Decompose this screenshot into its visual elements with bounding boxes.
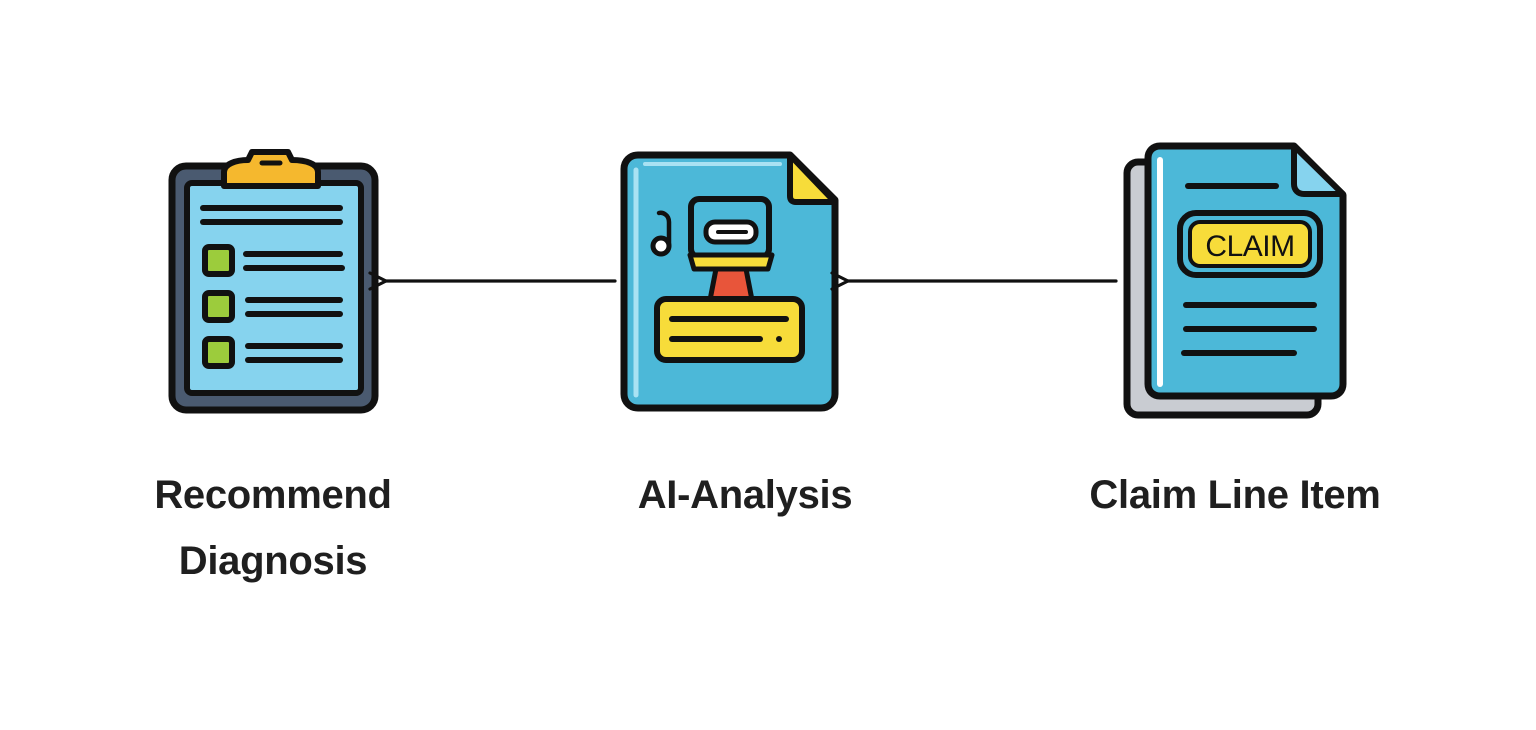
recommend-label-line1: Recommend	[154, 473, 392, 517]
document-stamp-icon	[620, 151, 839, 412]
claim-badge-text: CLAIM	[1205, 230, 1294, 263]
claim-label-text: Claim Line Item	[1089, 473, 1381, 517]
recommend-label-line2: Diagnosis	[178, 539, 368, 583]
stacked-documents-icon: CLAIM	[1123, 142, 1347, 419]
clipboard-checklist-icon	[168, 149, 379, 414]
ai-analysis-label-text: AI-Analysis	[637, 473, 853, 517]
ai-analysis-label: AI-Analysis	[580, 462, 910, 528]
recommend-diagnosis-label: Recommend Diagnosis	[110, 462, 436, 594]
claim-line-item-label: Claim Line Item	[1050, 462, 1420, 528]
